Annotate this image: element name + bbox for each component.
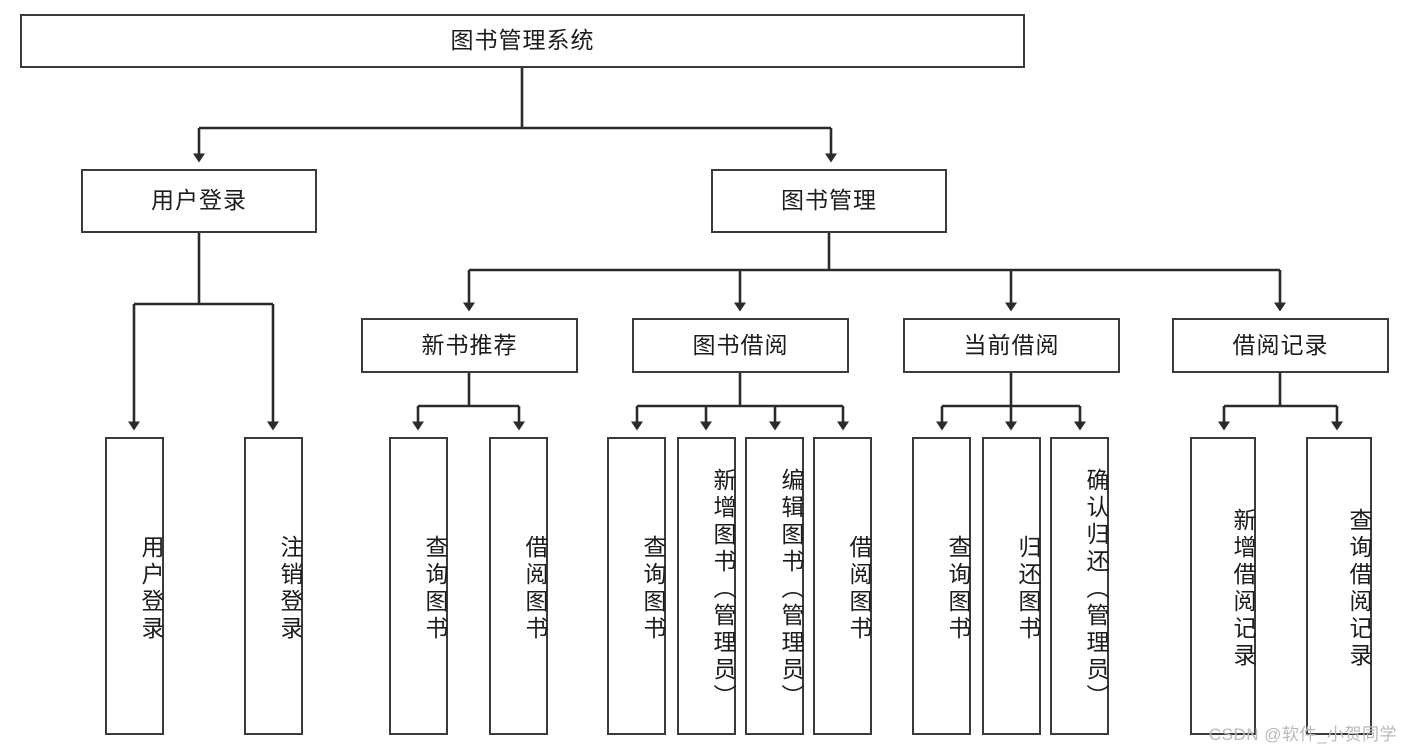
leaf-borrow-book-1[interactable]: 借阅图书 bbox=[489, 437, 548, 735]
node-current-borrow-label: 当前借阅 bbox=[963, 331, 1060, 358]
node-new-book-rec[interactable]: 新书推荐 bbox=[361, 318, 578, 373]
node-book-borrow[interactable]: 图书借阅 bbox=[632, 318, 849, 373]
leaf-edit-book[interactable]: 编辑图书（管理员） bbox=[745, 437, 804, 735]
leaf-return-book-label: 归还图书 bbox=[1015, 535, 1041, 643]
leaf-return-book[interactable]: 归还图书 bbox=[982, 437, 1041, 735]
leaf-user-login[interactable]: 用户登录 bbox=[105, 437, 164, 735]
leaf-add-record-label: 新增借阅记录 bbox=[1230, 508, 1256, 670]
leaf-add-book[interactable]: 新增图书（管理员） bbox=[677, 437, 736, 735]
node-book-manage[interactable]: 图书管理 bbox=[711, 169, 947, 233]
leaf-borrow-book-2[interactable]: 借阅图书 bbox=[813, 437, 872, 735]
leaf-add-record[interactable]: 新增借阅记录 bbox=[1190, 437, 1256, 735]
node-root-label: 图书管理系统 bbox=[450, 27, 595, 54]
leaf-query-record[interactable]: 查询借阅记录 bbox=[1306, 437, 1372, 735]
node-borrow-record-label: 借阅记录 bbox=[1232, 331, 1329, 358]
leaf-add-book-label: 新增图书（管理员） bbox=[710, 467, 736, 711]
leaf-query-book-3[interactable]: 查询图书 bbox=[912, 437, 971, 735]
leaf-user-logout[interactable]: 注销登录 bbox=[244, 437, 303, 735]
node-user-login[interactable]: 用户登录 bbox=[81, 169, 317, 233]
node-root[interactable]: 图书管理系统 bbox=[20, 14, 1025, 68]
leaf-query-book-2-label: 查询图书 bbox=[640, 535, 666, 643]
leaf-user-login-label: 用户登录 bbox=[138, 535, 164, 643]
leaf-query-book-1[interactable]: 查询图书 bbox=[389, 437, 448, 735]
node-current-borrow[interactable]: 当前借阅 bbox=[903, 318, 1120, 373]
leaf-user-logout-label: 注销登录 bbox=[277, 535, 303, 643]
csdn-watermark: CSDN @软件_小贺同学 bbox=[1208, 725, 1397, 744]
leaf-confirm-return-label: 确认归还（管理员） bbox=[1083, 467, 1109, 711]
leaf-query-book-1-label: 查询图书 bbox=[422, 535, 448, 643]
node-borrow-record[interactable]: 借阅记录 bbox=[1172, 318, 1389, 373]
node-user-login-label: 用户登录 bbox=[151, 187, 247, 214]
node-book-manage-label: 图书管理 bbox=[781, 187, 877, 214]
leaf-borrow-book-1-label: 借阅图书 bbox=[522, 535, 548, 643]
leaf-query-record-label: 查询借阅记录 bbox=[1346, 508, 1372, 670]
leaf-query-book-3-label: 查询图书 bbox=[945, 535, 971, 643]
leaf-query-book-2[interactable]: 查询图书 bbox=[607, 437, 666, 735]
leaf-borrow-book-2-label: 借阅图书 bbox=[846, 535, 872, 643]
leaf-confirm-return[interactable]: 确认归还（管理员） bbox=[1050, 437, 1109, 735]
node-book-borrow-label: 图书借阅 bbox=[692, 331, 789, 358]
leaf-edit-book-label: 编辑图书（管理员） bbox=[778, 467, 804, 711]
node-new-book-rec-label: 新书推荐 bbox=[421, 331, 518, 358]
